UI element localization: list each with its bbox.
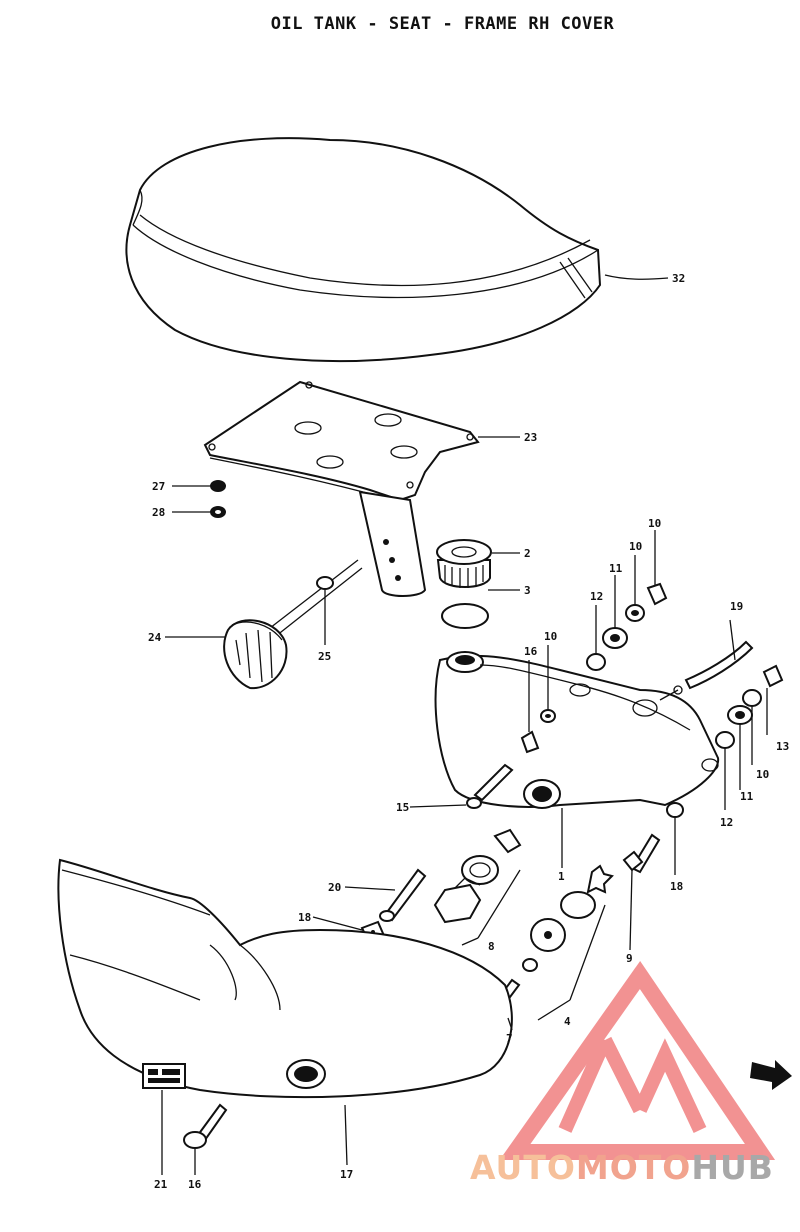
label-cushion-16: 16 bbox=[524, 645, 538, 658]
label-cushion-13: 13 bbox=[776, 740, 789, 753]
washer-28-part bbox=[210, 506, 226, 518]
watermark-auto: AUTO bbox=[470, 1148, 576, 1187]
tank-cap-part bbox=[436, 539, 492, 588]
knob-bolt-part bbox=[223, 559, 363, 690]
label-cushion-11-top: 11 bbox=[609, 562, 623, 575]
label-bolt-9: 9 bbox=[626, 952, 633, 965]
label-bolt-20: 20 bbox=[328, 881, 341, 894]
strainer-group-part bbox=[522, 864, 614, 1021]
page-title: OIL TANK - SEAT - FRAME RH COVER bbox=[270, 14, 615, 34]
label-breather-hose: 19 bbox=[730, 600, 743, 613]
label-seat-plate: 23 bbox=[524, 431, 537, 444]
label-frame-cover: 17 bbox=[340, 1168, 353, 1181]
right-arrow-icon bbox=[750, 1060, 792, 1090]
leader-lines bbox=[161, 274, 768, 1175]
watermark-moto: MOTO bbox=[575, 1148, 692, 1187]
bolt-9-part bbox=[622, 833, 661, 874]
bolt-15-part bbox=[466, 763, 514, 809]
nut-27-part bbox=[210, 480, 226, 492]
label-plug-group: 8 bbox=[488, 940, 495, 953]
label-bolt-25: 25 bbox=[318, 650, 331, 663]
label-cushion-12-top: 12 bbox=[590, 590, 603, 603]
label-cushion-10-rear: 10 bbox=[756, 768, 769, 781]
label-label-21: 21 bbox=[154, 1178, 168, 1191]
seat-plate-part bbox=[203, 380, 480, 597]
cushion-parts-top bbox=[520, 582, 668, 754]
watermark-hub: HUB bbox=[691, 1148, 774, 1187]
label-seat: 32 bbox=[672, 272, 685, 285]
label-cushion-10-cap: 10 bbox=[648, 517, 661, 530]
label-cap-gasket: 3 bbox=[524, 584, 531, 597]
watermark-logo-icon bbox=[499, 960, 776, 1160]
breather-hose-part bbox=[684, 640, 754, 690]
label-screw-16: 16 bbox=[188, 1178, 202, 1191]
label-nut-27: 27 bbox=[152, 480, 165, 493]
oil-tank-part bbox=[434, 651, 720, 809]
label-cushion-11-rear: 11 bbox=[740, 790, 754, 803]
plug-group-part bbox=[433, 828, 522, 946]
seat-part bbox=[125, 137, 602, 362]
label-knob: 24 bbox=[148, 631, 162, 644]
label-strainer-group: 4 bbox=[564, 1015, 571, 1028]
screw-16-part bbox=[183, 1103, 228, 1149]
part-labels: 32 23 27 28 2 3 24 25 12 11 10 10 19 16 … bbox=[148, 272, 789, 1191]
label-bolt-15: 15 bbox=[396, 801, 409, 814]
label-bolt-7: 7 bbox=[506, 1032, 513, 1045]
cap-gasket-part bbox=[441, 603, 489, 629]
label-washer-18-tank: 18 bbox=[670, 880, 683, 893]
label-21-part bbox=[142, 1063, 186, 1089]
label-cushion-12-rear: 12 bbox=[720, 816, 733, 829]
label-washer-10-tank: 10 bbox=[544, 630, 557, 643]
label-tank-ref-1: 1 bbox=[558, 870, 565, 883]
label-clip-18: 18 bbox=[298, 911, 311, 924]
label-washer-28: 28 bbox=[152, 506, 165, 519]
bolt-20-part bbox=[379, 868, 427, 922]
frame-cover-part bbox=[57, 858, 513, 1099]
label-tank-cap: 2 bbox=[524, 547, 531, 560]
label-cushion-10-top: 10 bbox=[629, 540, 642, 553]
watermark-text: AUTOMOTOHUB bbox=[470, 1148, 774, 1187]
